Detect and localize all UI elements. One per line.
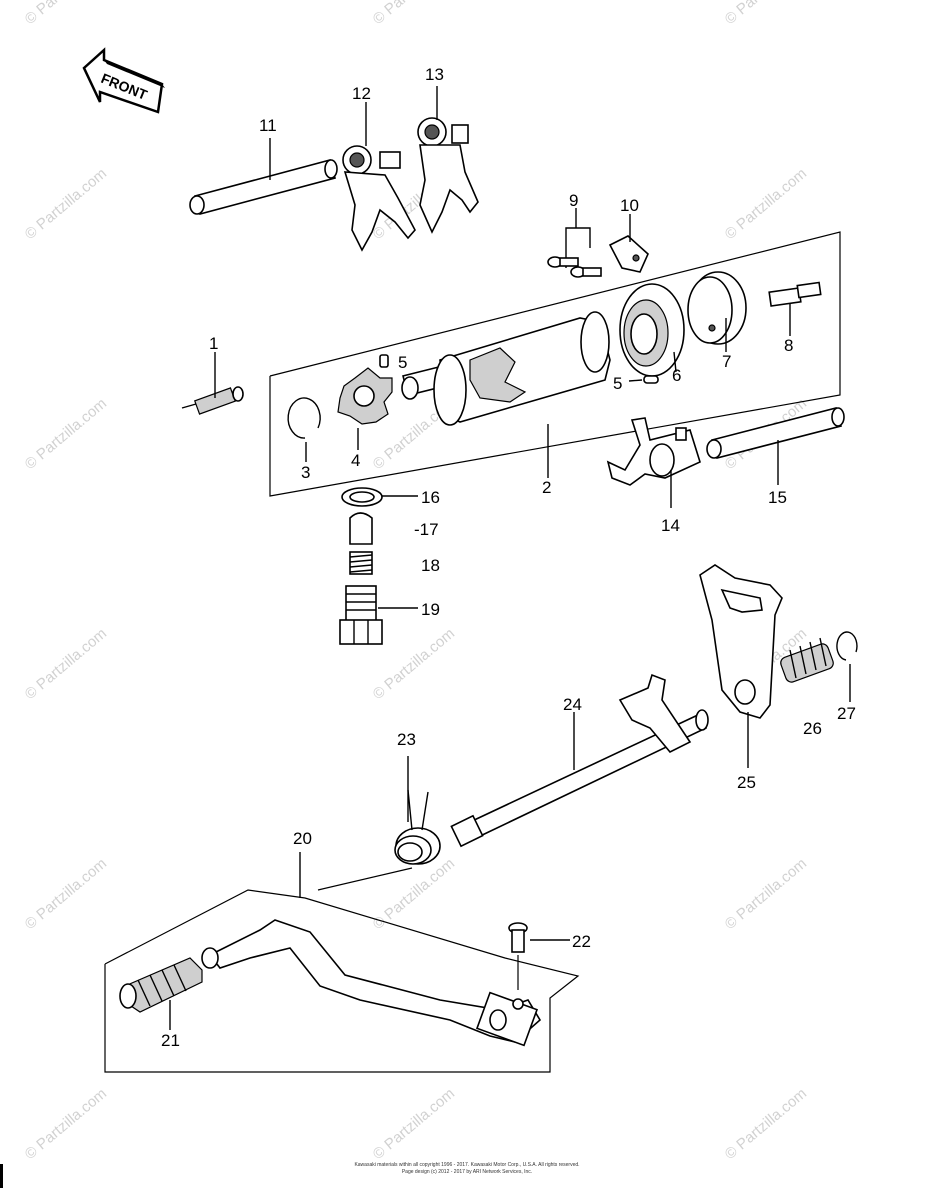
callout-6: 6 xyxy=(672,366,681,385)
part-washer-16 xyxy=(341,487,418,507)
copyright-notice: Kawasaki materials within all copyright … xyxy=(354,1162,579,1175)
watermark: © Partzilla.com xyxy=(722,855,810,933)
part-shift-rod-11 xyxy=(189,138,338,215)
part-return-spring-23 xyxy=(394,756,441,865)
watermark: © Partzilla.com xyxy=(722,1085,810,1163)
callout-18: 18 xyxy=(421,556,440,575)
front-arrow-icon: FRONT xyxy=(82,47,165,114)
watermark: © Partzilla.com xyxy=(22,625,110,703)
watermark: © Partzilla.com xyxy=(22,855,110,933)
part-shift-fork-13 xyxy=(417,86,479,234)
callout-27: 27 xyxy=(837,704,856,723)
callout-9: 9 xyxy=(569,191,578,210)
part-pin-8 xyxy=(768,281,822,336)
part-pin-5 xyxy=(379,354,659,384)
callout-1: 1 xyxy=(209,334,218,353)
callout-7: 7 xyxy=(722,352,731,371)
part-arm-plate-25 xyxy=(699,564,783,768)
watermark: © Partzilla.com xyxy=(722,0,810,28)
watermark: © Partzilla.com xyxy=(370,1085,458,1163)
watermark: © Partzilla.com xyxy=(722,165,810,243)
callout-22: 22 xyxy=(572,932,591,951)
part-shift-rod-15 xyxy=(706,407,845,485)
callout-17: -17 xyxy=(414,520,439,539)
edge-mark xyxy=(0,1164,3,1188)
callout-15: 15 xyxy=(768,488,787,507)
callout-20: 20 xyxy=(293,829,312,848)
part-circlip-27 xyxy=(836,631,858,702)
watermark: © Partzilla.com xyxy=(370,625,458,703)
copyright-line-1: Kawasaki materials within all copyright … xyxy=(354,1162,579,1168)
callout-2: 2 xyxy=(542,478,551,497)
part-switch-1 xyxy=(181,352,244,415)
part-spring-26 xyxy=(780,637,834,683)
callout-24: 24 xyxy=(563,695,582,714)
callout-5-lower: 5 xyxy=(613,374,622,393)
callout-23: 23 xyxy=(397,730,416,749)
part-spring-18 xyxy=(349,551,373,575)
callout-labels: 1 2 3 4 5 5 6 7 8 9 10 11 12 13 14 15 16… xyxy=(161,65,856,1050)
part-plug-19 xyxy=(339,585,418,645)
callout-25: 25 xyxy=(737,773,756,792)
watermark: © Partzilla.com xyxy=(22,1085,110,1163)
watermark: © Partzilla.com xyxy=(22,165,110,243)
part-shift-pedal-20 xyxy=(104,852,580,1073)
callout-5-upper: 5 xyxy=(398,353,407,372)
watermark: © Partzilla.com xyxy=(22,0,110,28)
callout-26: 26 xyxy=(803,719,822,738)
part-pin-plate-7 xyxy=(687,271,747,352)
drum-assembly-outline xyxy=(269,231,841,497)
callout-14: 14 xyxy=(661,516,680,535)
part-shift-shaft-24 xyxy=(450,673,709,848)
copyright-line-2: Page design (c) 2012 - 2017 by ARI Netwo… xyxy=(402,1169,532,1175)
callout-13: 13 xyxy=(425,65,444,84)
part-shift-fork-12 xyxy=(342,102,416,252)
callout-10: 10 xyxy=(620,196,639,215)
callout-11: 11 xyxy=(259,116,277,135)
callout-21: 21 xyxy=(161,1031,180,1050)
watermark: © Partzilla.com xyxy=(370,0,458,28)
callout-8: 8 xyxy=(784,336,793,355)
part-shift-fork-14 xyxy=(606,417,701,508)
callout-16: 16 xyxy=(421,488,440,507)
part-cam-4 xyxy=(337,367,393,450)
watermark: © Partzilla.com xyxy=(22,395,110,473)
part-shift-drum-2 xyxy=(401,311,611,478)
callout-4: 4 xyxy=(351,451,360,470)
part-plate-10 xyxy=(608,214,649,273)
part-bolt-22 xyxy=(508,922,570,990)
part-screws-9 xyxy=(547,208,602,278)
callout-3: 3 xyxy=(301,463,310,482)
callout-19: 19 xyxy=(421,600,440,619)
callout-12: 12 xyxy=(352,84,371,103)
part-plunger-17 xyxy=(349,512,373,545)
part-circlip-3 xyxy=(287,397,321,462)
part-pedal-rubber-21 xyxy=(119,957,203,1030)
part-bearing-6 xyxy=(619,283,685,377)
